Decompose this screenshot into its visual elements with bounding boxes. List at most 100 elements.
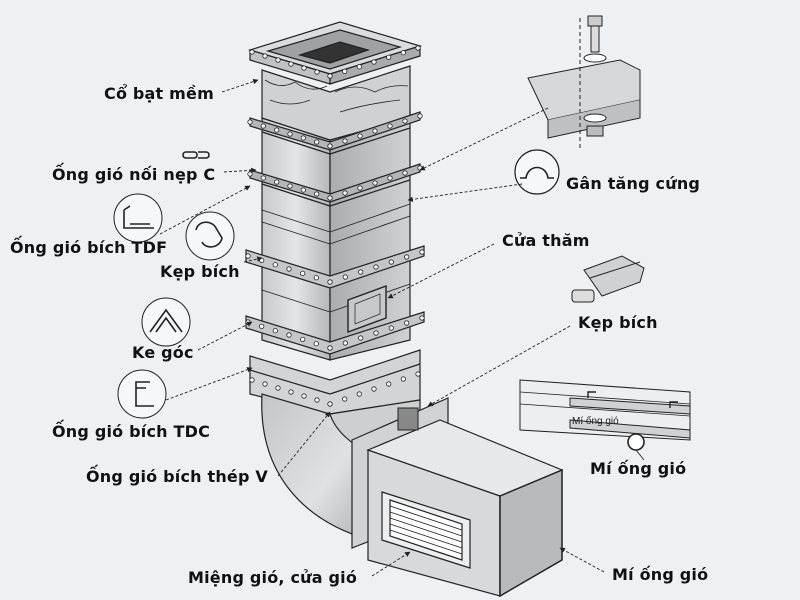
- bolt-hole: [358, 335, 364, 341]
- bolt-hole: [415, 371, 421, 377]
- label-ong-gio-bich-tdc: Ống gió bích TDC: [52, 422, 211, 441]
- bolt-hole: [274, 127, 280, 133]
- bolt-hole: [275, 57, 281, 63]
- bolt-hole: [300, 270, 306, 276]
- bolt-hole: [358, 269, 364, 275]
- bolt-hole: [371, 386, 377, 392]
- label-mi-ong-gio-upper: Mí ống gió: [590, 459, 687, 478]
- bolt-hole: [342, 68, 348, 74]
- bolt-hole: [314, 191, 320, 197]
- bolt-hole: [386, 54, 392, 60]
- flange-ring-4: [245, 311, 425, 355]
- bolt-hole: [288, 389, 294, 395]
- bolt-hole: [300, 135, 306, 141]
- bolt-hole: [314, 69, 320, 75]
- bolt-hole: [356, 64, 362, 70]
- bolt-hole: [286, 266, 292, 272]
- bolt-hole: [373, 264, 379, 270]
- bolt-hole: [387, 123, 393, 129]
- bolt-hole: [313, 341, 319, 347]
- bolt-hole: [274, 179, 280, 185]
- bolt-hole: [286, 332, 292, 338]
- label-ong-gio-noi-nep-c: Ống gió nối nẹp C: [52, 165, 216, 184]
- bolt-hole: [327, 345, 333, 351]
- leader-co-bat-mem: [221, 78, 259, 93]
- bolt-hole: [327, 73, 333, 79]
- top-clamp: [397, 407, 419, 431]
- clamp-detail: [571, 255, 645, 303]
- duct-stack: [245, 21, 425, 415]
- bolt-hole: [342, 190, 348, 196]
- label-mi-ong-gio-lower: Mí ống gió: [612, 565, 709, 584]
- bolt-hole: [249, 49, 255, 55]
- corner-piece-icon: [141, 297, 191, 347]
- leader-mi-ong-gio-upper: [635, 449, 645, 461]
- leader-bolt: [419, 107, 549, 171]
- bolt-hole: [342, 274, 348, 280]
- bolt-hole: [402, 118, 408, 124]
- bolt-hole: [342, 396, 348, 402]
- leader-mieng-gio: [371, 551, 411, 577]
- bolt-hole: [287, 183, 293, 189]
- label-co-bat-mem: Cổ bạt mềm: [104, 84, 214, 103]
- leader-ke-goc: [197, 321, 253, 351]
- bolt-hole: [373, 330, 379, 336]
- bolt-detail: [527, 15, 641, 150]
- bolt-hole: [386, 381, 392, 387]
- bolt-hole: [327, 195, 333, 201]
- label-ong-gio-bich-tdf: Ống gió bích TDF: [10, 238, 168, 257]
- bolt-hole: [327, 279, 333, 285]
- elbow-duct: [261, 393, 564, 598]
- bolt-hole: [402, 170, 408, 176]
- label-kep-bich-left: Kẹp bích: [160, 262, 240, 281]
- leader-noi-nep-c: [223, 167, 257, 173]
- bolt-hole: [419, 315, 425, 321]
- bolt-hole: [387, 175, 393, 181]
- inset-caption: Mí ống gió: [572, 415, 619, 427]
- bolt-hole: [245, 253, 251, 259]
- leader-lines: [159, 78, 645, 577]
- duct-seam-inset: [519, 379, 691, 451]
- bolt-hole: [262, 53, 268, 59]
- bolt-hole: [262, 381, 268, 387]
- bolt-hole: [342, 138, 348, 144]
- label-mieng-gio-cua-gio: Miệng gió, cửa gió: [188, 568, 358, 587]
- bolt-hole: [300, 336, 306, 342]
- access-door: [347, 284, 387, 334]
- leader-kep-bich-right: [427, 325, 571, 407]
- bolt-hole: [272, 328, 278, 334]
- bolt-hole: [327, 143, 333, 149]
- clamp-icon-left: [185, 211, 235, 261]
- bolt-hole: [301, 393, 307, 399]
- bolt-hole: [400, 50, 406, 56]
- bolt-hole: [260, 175, 266, 181]
- bolt-hole: [249, 377, 255, 383]
- flange-ring-5: [249, 349, 421, 415]
- bolt-hole: [313, 275, 319, 281]
- bolt-hole: [400, 376, 406, 382]
- leader-bich-tdc: [165, 367, 253, 401]
- leader-thep-v: [277, 411, 331, 477]
- bolt-hole: [372, 180, 378, 186]
- bolt-hole: [314, 139, 320, 145]
- stiffener-rib-icon: [514, 149, 560, 195]
- label-kep-bich-right: Kẹp bích: [578, 313, 658, 332]
- c-connector-icon: [182, 151, 210, 159]
- bolt-hole: [287, 131, 293, 137]
- bolt-hole: [415, 45, 421, 51]
- flange-ring-2: [249, 163, 421, 207]
- bolt-hole: [247, 119, 253, 125]
- bolt-hole: [247, 171, 253, 177]
- bolt-hole: [404, 254, 410, 260]
- bolt-hole: [314, 397, 320, 403]
- bolt-hole: [371, 59, 377, 65]
- bolt-hole: [388, 325, 394, 331]
- bolt-hole: [388, 259, 394, 265]
- leader-kep-bich-left: [243, 256, 263, 263]
- bolt-hole: [419, 249, 425, 255]
- bolt-hole: [300, 187, 306, 193]
- bolt-hole: [417, 113, 423, 119]
- bolt-hole: [272, 262, 278, 268]
